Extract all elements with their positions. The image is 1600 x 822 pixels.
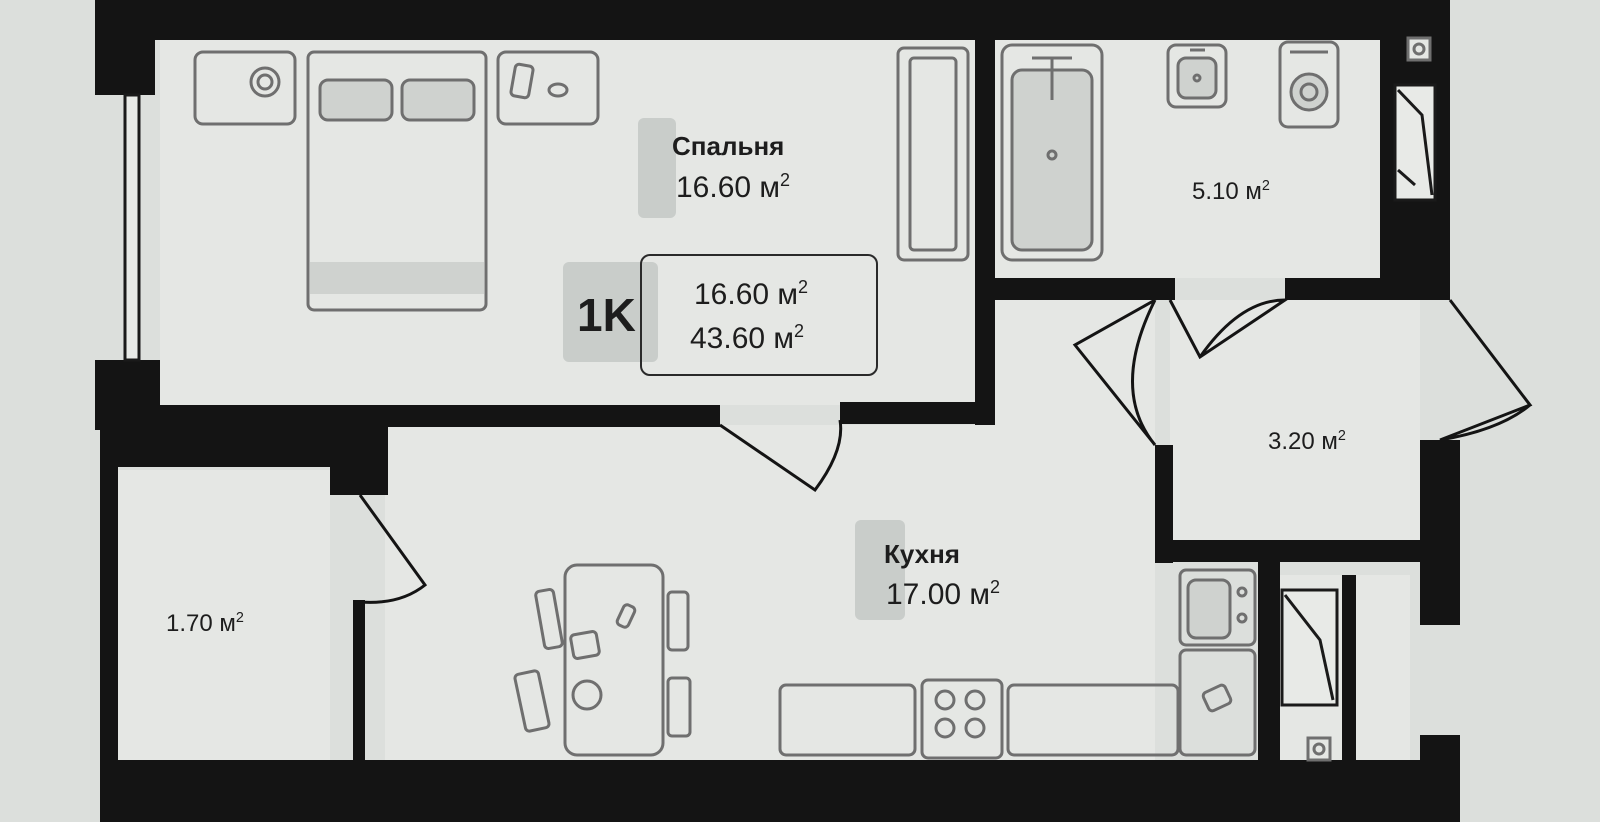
window-bath [1393,83,1437,202]
unit-living-area: 16.60 м2 [694,277,809,311]
kitchen-area: 17.00 м2 [886,577,1001,611]
hall-area: 3.20 м2 [1268,428,1346,455]
nightstand-left [193,50,297,126]
wall-balcony-inner [1342,575,1356,765]
window-balcony [1280,588,1339,707]
bedroom-door [719,419,843,493]
bedroom-name: Спальня [672,131,785,161]
wall-left-upper [95,0,155,95]
wall-bedroom-bath [975,35,995,425]
hall-door-left [1072,298,1157,446]
bedroom-label-shade [638,118,676,218]
wall-hall-left [1155,445,1173,563]
wall-bedroom-bottom-left [100,405,720,427]
kitchen-name: Кухня [884,539,960,569]
windows [123,83,1437,707]
bathroom-area: 5.10 м2 [1192,178,1270,205]
wall-balcony-left [1258,562,1280,762]
wall-right-bottom [1420,735,1460,765]
storage-area: 1.70 м2 [166,610,244,637]
bedroom-area: 16.60 м2 [676,170,791,204]
wall-bedroom-bottom-right [840,402,995,424]
wall-hall-bottom [1155,540,1420,562]
wall-storage-pillar [330,427,388,495]
wall-storage-right [353,600,365,760]
kitchen-label-shade [855,520,905,620]
dining-table [563,563,665,757]
bed [306,50,488,312]
wall-bath-bottom [995,278,1175,300]
unit-code: 1K [577,289,636,341]
sink [1166,43,1228,109]
stove [920,678,1004,760]
bathtub [1000,43,1104,262]
unit-total-area: 43.60 м2 [690,321,805,355]
kitchen-furniture [513,563,1257,760]
wall-right-mid [1420,440,1460,625]
kitchen-annex-floor [995,300,1155,560]
doors [358,298,1533,604]
bedroom-furniture [193,46,970,312]
window-left [123,93,141,362]
hall-floor [1170,300,1420,540]
hall-door-right [1439,299,1533,442]
nightstand-right [496,50,600,126]
wall-left-lower [100,430,118,822]
unit-code-shade [563,262,658,362]
kitchen-sink [1178,568,1257,647]
wardrobe [896,46,970,262]
vents [1306,36,1432,762]
toilet [1278,40,1340,129]
storage-door [358,494,428,604]
wall-top [95,0,1450,40]
counter-middle [1006,683,1180,757]
floor-areas [118,38,1420,765]
walls [95,0,1460,822]
unit-area-box [640,254,878,376]
bath-door [1168,298,1290,360]
counter-corner [1178,648,1257,757]
bathroom-fixtures [1000,40,1340,262]
storage-floor [118,470,330,760]
wall-bottom [100,760,1460,822]
counter-left [778,683,917,757]
